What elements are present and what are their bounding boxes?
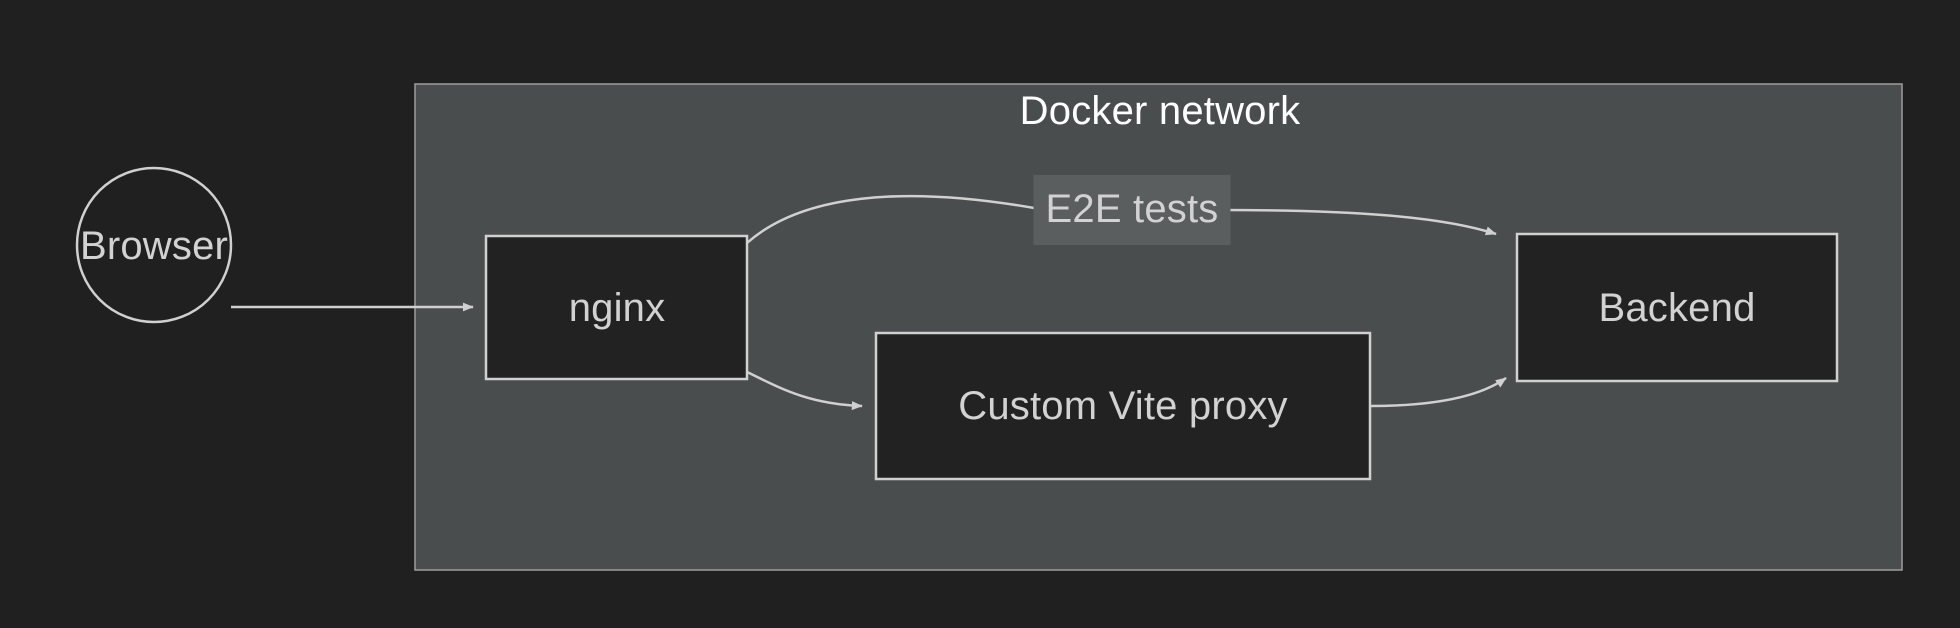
node-browser-shape[interactable] [75,166,233,324]
node-backend-shape[interactable] [1515,232,1839,383]
node-vite-proxy-shape[interactable] [874,331,1372,481]
panel-title: Docker network [1019,89,1301,133]
edge-vite-proxy-to-backend [1369,376,1507,408]
edge-nginx-to-vite-proxy [746,370,863,411]
node-nginx-shape[interactable] [484,234,749,381]
edge-label-e2e-tests: E2E tests [1033,175,1231,245]
